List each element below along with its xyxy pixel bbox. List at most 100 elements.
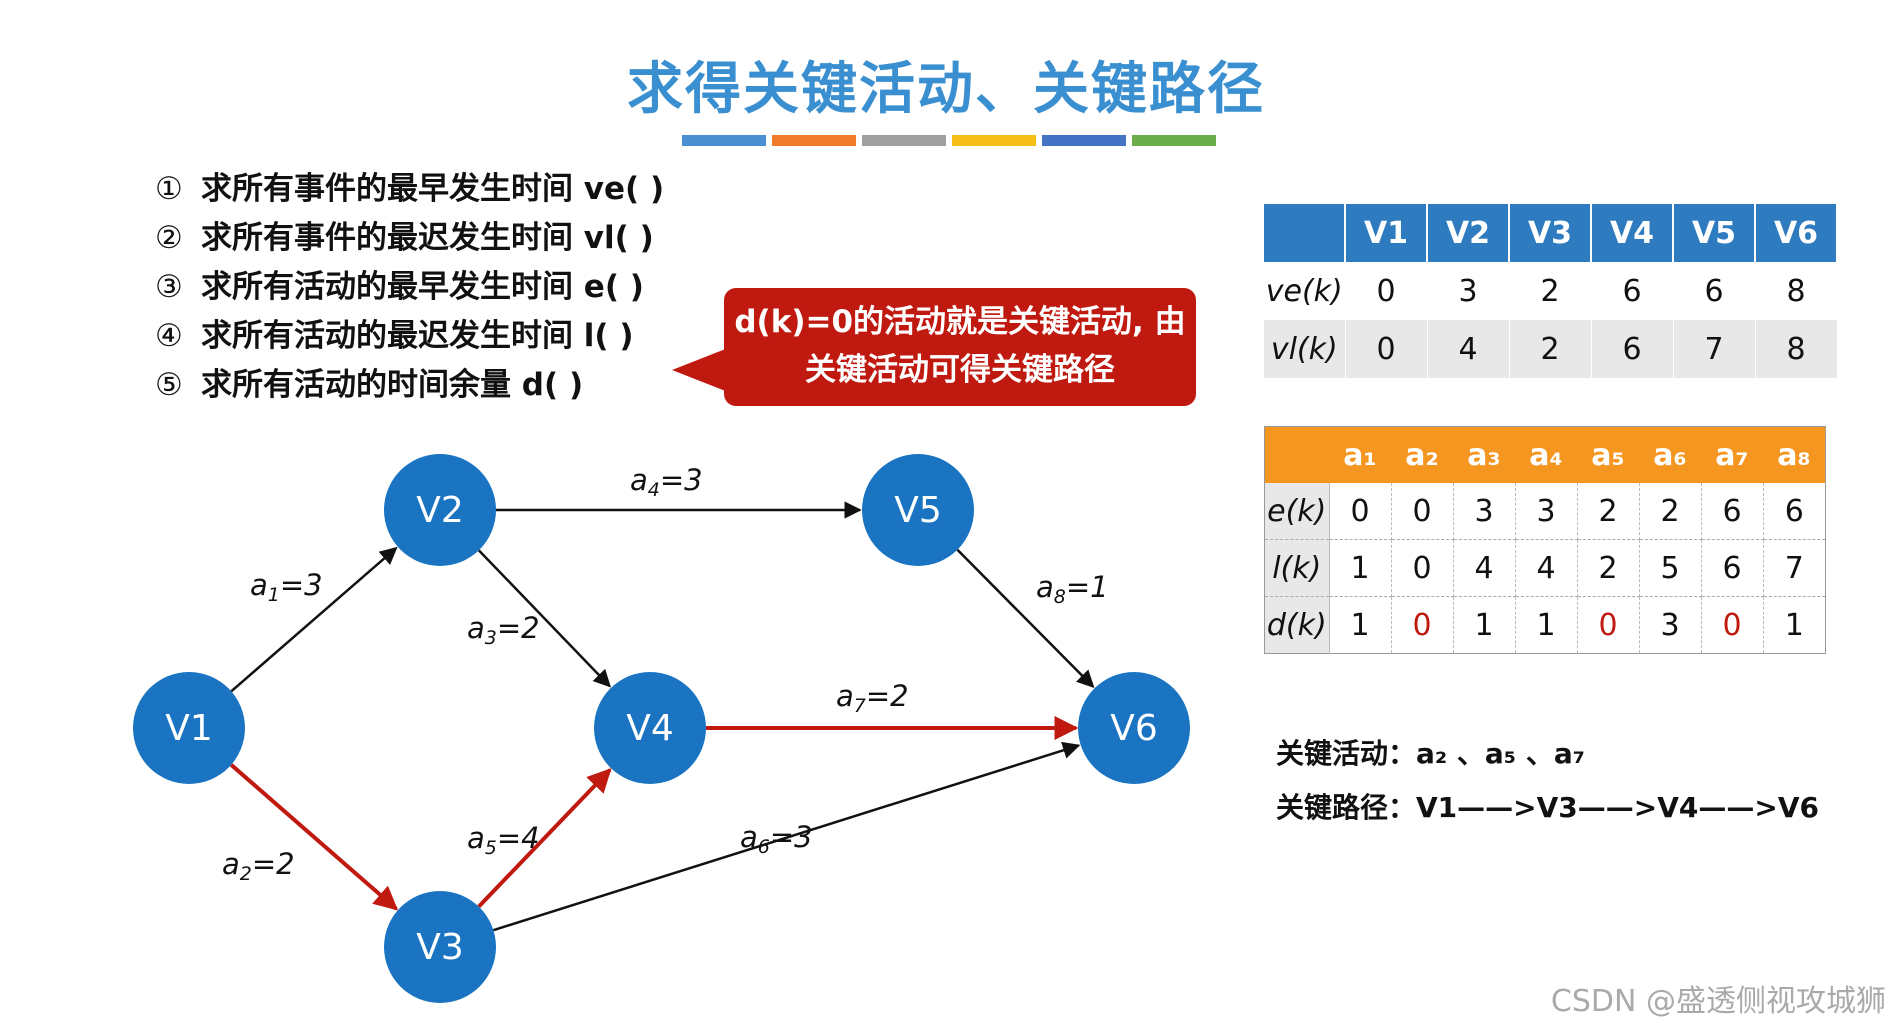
table-cell: 2 [1509, 320, 1592, 378]
watermark-text: CSDN @盛透侧视攻城狮 [1550, 984, 1886, 1019]
edge-v1-v2 [230, 546, 398, 693]
table-cell: 6 [1591, 262, 1674, 320]
table-cell: 2 [1577, 483, 1640, 540]
table-cell: 0 [1329, 483, 1392, 540]
table-cell: 6 [1701, 483, 1764, 540]
table-cell: 4 [1515, 539, 1578, 597]
table-header-cell: V2 [1427, 204, 1510, 262]
edge-label: a4=3 [630, 463, 703, 501]
step-number: ⑤ [155, 367, 183, 403]
table-cell: 3 [1427, 262, 1510, 320]
node-v2 [384, 454, 496, 566]
edge-v2-v4 [477, 549, 611, 688]
color-bar [682, 135, 1216, 146]
node-v4 [594, 672, 706, 784]
critical-path: 关键路径：V1——>V3——>V4——>V6 [1276, 791, 1819, 824]
node-v3 [384, 891, 496, 1003]
callout-line-1: d(k)=0的活动就是关键活动, 由 [734, 304, 1186, 340]
row-label: l(k) [1264, 539, 1330, 597]
table-cell: 1 [1329, 539, 1392, 597]
color-bar-segment [1042, 135, 1126, 146]
table-header-corner [1264, 426, 1329, 483]
callout-line-2: 关键活动可得关键路径 [805, 352, 1115, 388]
edge-label: a2=2 [222, 847, 295, 885]
table-cell: 6 [1673, 262, 1756, 320]
table-header-cell: V5 [1673, 204, 1756, 262]
table-cell: 2 [1639, 483, 1702, 540]
color-bar-segment [1132, 135, 1216, 146]
step-item: ① 求所有事件的最早发生时间 ve( ) [155, 165, 664, 214]
table-header-cell: V3 [1509, 204, 1592, 262]
table-header-cell: V1 [1345, 204, 1428, 262]
step-text: 求所有活动的最早发生时间 e( ) [201, 269, 644, 305]
step-number: ① [155, 171, 183, 207]
node-v1 [133, 672, 245, 784]
color-bar-segment [862, 135, 946, 146]
node-label: V1 [165, 708, 213, 749]
edge-label: a6=3 [740, 820, 813, 858]
table-cell: 3 [1515, 483, 1578, 540]
table-cell: 0 [1391, 539, 1454, 597]
table-header-cell: V4 [1591, 204, 1674, 262]
node-label: V3 [416, 927, 464, 968]
row-label: e(k) [1264, 483, 1330, 540]
table-cell: 3 [1639, 596, 1702, 654]
table-cell: 5 [1639, 539, 1702, 597]
row-label: d(k) [1264, 596, 1330, 654]
color-bar-segment [952, 135, 1036, 146]
callout-tail [672, 348, 728, 392]
table-cell: 2 [1509, 262, 1592, 320]
table-cell: 8 [1755, 320, 1838, 378]
table-cell: 0 [1391, 596, 1454, 654]
step-number: ④ [155, 318, 183, 354]
table-cell: 8 [1755, 262, 1838, 320]
table-header-cell: a₈ [1763, 426, 1826, 483]
callout-box: d(k)=0的活动就是关键活动, 由 关键活动可得关键路径 [724, 288, 1196, 406]
table-cell: 7 [1673, 320, 1756, 378]
step-number: ② [155, 220, 183, 256]
table-header-cell: a₅ [1577, 426, 1639, 483]
step-number: ③ [155, 269, 183, 305]
table-header-cell: a₂ [1391, 426, 1453, 483]
node-label: V4 [626, 708, 674, 749]
edge-label: a5=4 [467, 821, 540, 859]
table-header-cell: a₃ [1453, 426, 1515, 483]
edge-v1-v3 [229, 763, 399, 911]
table-cell: 0 [1345, 320, 1428, 378]
table-cell: 0 [1701, 596, 1764, 654]
page-title: 求得关键活动、关键路径 [627, 57, 1265, 122]
row-label: vl(k) [1264, 320, 1346, 378]
step-text: 求所有活动的最迟发生时间 l( ) [201, 318, 634, 354]
table-cell: 1 [1453, 596, 1516, 654]
table-cell: 0 [1391, 483, 1454, 540]
table-header-cell: V6 [1755, 204, 1838, 262]
step-item: ③ 求所有活动的最早发生时间 e( ) [155, 263, 664, 312]
edge-v3-v6 [493, 741, 1081, 932]
step-text: 求所有事件的最早发生时间 ve( ) [201, 171, 665, 207]
table-header-cell: a₆ [1639, 426, 1701, 483]
color-bar-segment [682, 135, 766, 146]
edge-label: a1=3 [250, 568, 323, 606]
edge-v5-v6 [956, 548, 1095, 689]
node-v6 [1078, 672, 1190, 784]
table-cell: 1 [1515, 596, 1578, 654]
table-cell: 4 [1453, 539, 1516, 597]
node-v5 [862, 454, 974, 566]
edge-label: a8=1 [1036, 570, 1109, 608]
step-item: ⑤ 求所有活动的时间余量 d( ) [155, 361, 664, 410]
table-cell: 1 [1763, 596, 1826, 654]
step-text: 求所有活动的时间余量 d( ) [201, 367, 584, 403]
node-label: V5 [894, 490, 942, 531]
color-bar-segment [772, 135, 856, 146]
node-label: V6 [1110, 708, 1158, 749]
